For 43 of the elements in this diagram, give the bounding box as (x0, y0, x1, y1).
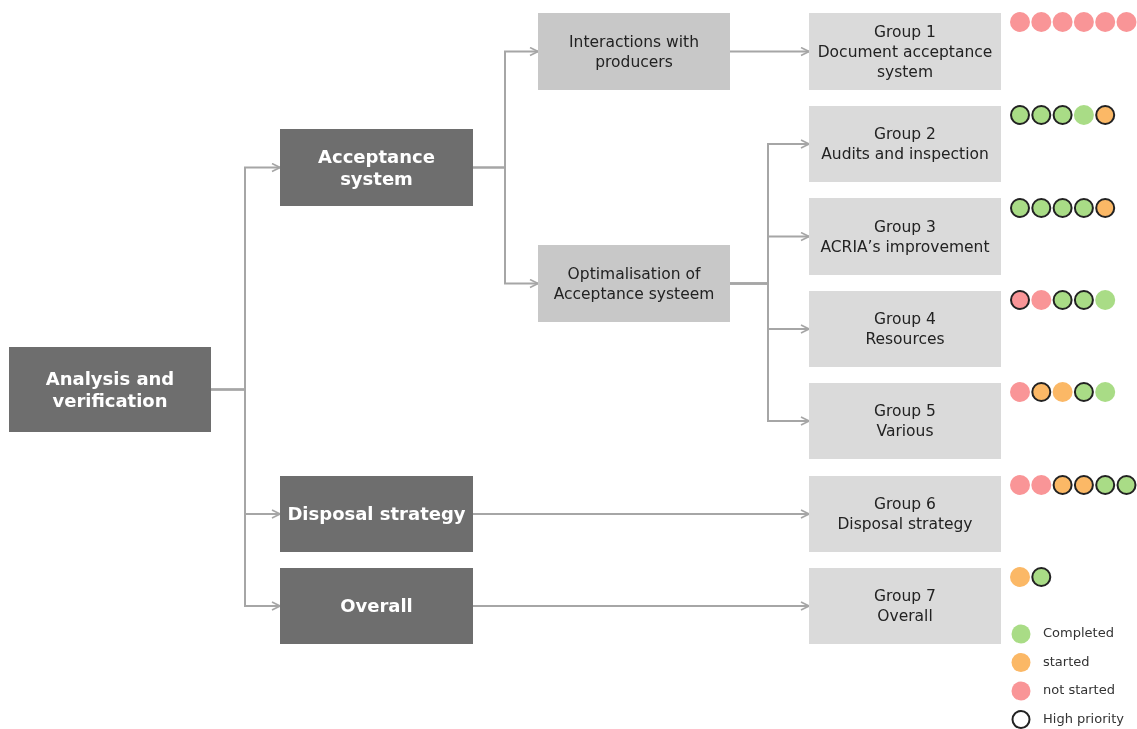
box-label: Optimalisation of Acceptance systeem (552, 263, 716, 304)
group-number: Group 5 (874, 401, 936, 421)
box-label: Acceptance system (317, 145, 436, 190)
group-number: Group 4 (874, 309, 936, 329)
arrow (729, 282, 810, 426)
box-label: Interactions with producers (568, 31, 700, 72)
legend-label: Completed (1043, 625, 1114, 640)
box-label: ACRIA’s improvement (820, 236, 990, 257)
arrow (472, 601, 810, 611)
group-box (809, 383, 1001, 459)
group-number: Group 1 (874, 21, 936, 42)
arrow (472, 509, 810, 519)
group-box (809, 13, 1001, 90)
box-label: Resources (865, 329, 945, 349)
box-label: Disposal strategy (837, 514, 973, 534)
category-box (280, 129, 473, 206)
subcategory-box (538, 245, 730, 322)
group-box (809, 568, 1001, 644)
group-number: Group 3 (874, 216, 936, 237)
category-box (280, 476, 473, 552)
box-label: Audits and inspection (821, 144, 989, 164)
box-label: Document acceptance system (816, 41, 994, 82)
legend-label: started (1043, 653, 1090, 669)
box-label: Various (876, 421, 934, 441)
box-label: Disposal strategy (287, 503, 466, 525)
category-box (9, 347, 211, 432)
group-box (809, 198, 1001, 275)
group-number: Group 2 (874, 124, 936, 144)
group-box (809, 476, 1001, 552)
box-label: Overall (877, 606, 933, 626)
group-box (809, 291, 1001, 367)
group-number: Group 7 (874, 586, 936, 606)
arrow (472, 166, 539, 289)
subcategory-box (538, 13, 730, 90)
arrow (210, 388, 281, 611)
box-label: Analysis and verification (44, 367, 176, 412)
legend-label: High priority (1043, 710, 1124, 726)
group-number: Group 6 (874, 494, 936, 514)
box-label: Overall (340, 595, 413, 617)
legend-label: not started (1043, 682, 1115, 697)
group-box (809, 106, 1001, 182)
arrow (729, 46, 810, 57)
category-box (280, 568, 473, 644)
